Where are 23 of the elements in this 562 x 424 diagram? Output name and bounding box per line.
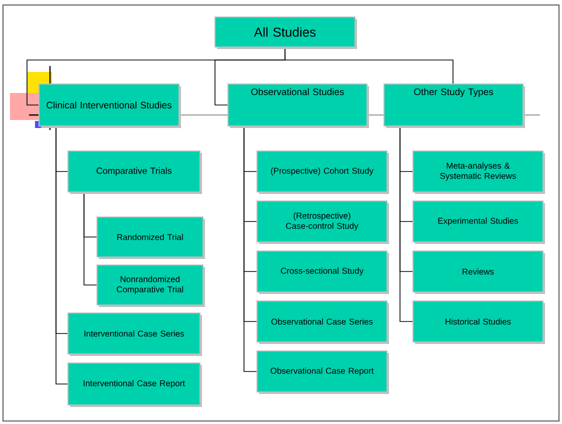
connector-line [244, 126, 258, 372]
category-box: Meta-analyses & Systematic Reviews [412, 150, 545, 194]
category-box: Observational Studies [228, 84, 369, 128]
category-box: Interventional Case Series [68, 312, 202, 356]
category-box: Historical Studies [412, 300, 545, 344]
category-box: Observational Case Report [256, 350, 389, 394]
connector-line [284, 46, 454, 84]
category-box: Cross-sectional Study [256, 250, 389, 294]
category-box: Interventional Case Report [68, 362, 202, 407]
category-box: Randomized Trial [96, 216, 205, 259]
connector-line [56, 126, 68, 384]
category-box: Other Study Types [384, 84, 525, 128]
connector-line [84, 192, 98, 286]
category-box: (Retrospective) Case-control Study [256, 200, 389, 244]
connector-line [400, 126, 414, 322]
category-box: All Studies [214, 16, 357, 49]
category-box: Clinical Interventional Studies [38, 84, 181, 128]
category-box: (Prospective) Cohort Study [256, 150, 389, 194]
category-box: Nonrandomized Comparative Trial [96, 264, 205, 307]
category-box: Observational Case Series [256, 300, 389, 344]
category-box: Experimental Studies [412, 200, 545, 244]
category-box: Reviews [412, 250, 545, 294]
category-box: Comparative Trials [68, 150, 202, 194]
